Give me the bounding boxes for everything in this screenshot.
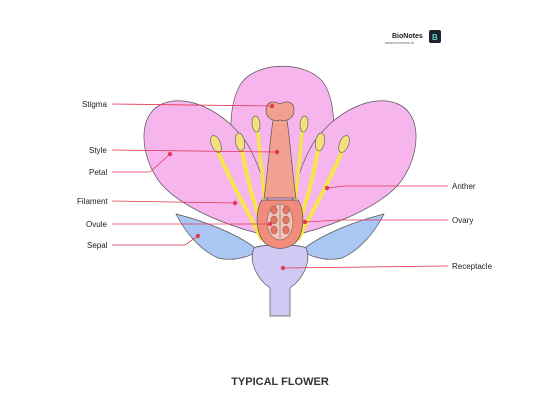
anther (338, 135, 350, 153)
anther (235, 132, 245, 152)
receptacle-group (251, 244, 309, 317)
ovule (282, 205, 290, 215)
diagram-title: TYPICAL FLOWER (231, 376, 329, 388)
ovule (270, 225, 278, 235)
pistil (256, 101, 304, 249)
label-ovary: Ovary (452, 216, 473, 225)
label-style: Style (89, 146, 107, 155)
leader-lines (111, 103, 449, 271)
anther (251, 115, 261, 133)
filament (296, 151, 344, 241)
ovule (282, 215, 290, 225)
sepal-left (175, 213, 259, 260)
sepals (175, 213, 385, 260)
brand-url: www.bionotes.in (385, 40, 414, 45)
anther (315, 132, 325, 152)
label-sepal: Sepal (87, 241, 108, 250)
style (263, 119, 297, 199)
ovule (270, 215, 278, 225)
anthers (210, 115, 350, 153)
brand-logo-letter: B (432, 33, 438, 42)
label-receptacle: Receptacle (452, 262, 493, 271)
label-ovule: Ovule (86, 220, 107, 229)
receptacle (251, 244, 309, 317)
filament (216, 151, 264, 241)
brand-logo: BioNotes www.bionotes.in B (385, 30, 441, 45)
labels: Stigma Style Petal Filament Ovule Sepal … (77, 100, 493, 271)
sepal-right (301, 213, 385, 260)
brand-name: BioNotes (392, 33, 423, 40)
label-filament: Filament (77, 197, 108, 206)
ovules (270, 205, 290, 235)
anther (210, 135, 222, 153)
anther (299, 115, 309, 133)
label-petal: Petal (89, 168, 107, 177)
label-stigma: Stigma (82, 100, 107, 109)
ovule (270, 205, 278, 215)
label-anther: Anther (452, 182, 476, 191)
ovule (282, 225, 290, 235)
brand-logo-icon (429, 30, 441, 43)
